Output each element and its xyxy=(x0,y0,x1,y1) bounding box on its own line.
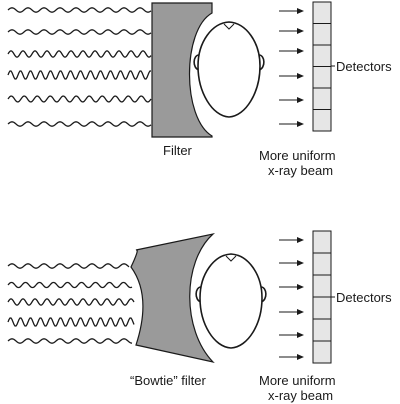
bowtie-filter xyxy=(130,232,216,364)
patient-head-bottom xyxy=(195,253,267,349)
beam-arrow xyxy=(279,28,304,34)
uniform-beam-arrows-bottom xyxy=(279,237,304,360)
detector-cell xyxy=(312,1,332,24)
detector-cell xyxy=(312,23,332,46)
beam-label-line2: x-ray beam xyxy=(268,388,333,403)
xray-wave xyxy=(7,95,152,103)
xray-waves-top xyxy=(7,7,152,127)
beam-arrow xyxy=(279,354,304,360)
detectors-label: Detectors xyxy=(336,290,392,305)
detector-cell xyxy=(312,340,332,364)
beam-label-line2: x-ray beam xyxy=(268,163,333,178)
detector-cell xyxy=(312,44,332,67)
beam-arrow xyxy=(279,332,304,338)
beam-arrow xyxy=(279,260,304,266)
head-outline xyxy=(197,21,261,118)
uniform-beam-arrows-top xyxy=(279,8,304,127)
beam-arrow xyxy=(279,121,304,127)
detector-cell xyxy=(312,109,332,132)
beam-label-line1: More uniform xyxy=(259,148,336,163)
xray-wave xyxy=(7,317,135,327)
beam-arrow xyxy=(279,8,304,14)
beam-arrow xyxy=(279,73,304,79)
xray-wave xyxy=(7,29,152,35)
xray-wave xyxy=(7,121,152,127)
beam-arrow xyxy=(279,48,304,54)
detectors-label: Detectors xyxy=(336,59,392,74)
xray-wave xyxy=(7,263,130,269)
detector-cell xyxy=(312,318,332,342)
panel-bowtie-filter: “Bowtie” filter More uniform x-ray beam … xyxy=(7,230,392,403)
filter-label: “Bowtie” filter xyxy=(130,373,207,388)
detector-cell xyxy=(312,252,332,276)
xray-waves-bottom xyxy=(7,263,135,344)
xray-wave xyxy=(7,281,133,289)
xray-wave xyxy=(7,7,152,13)
filter-label: Filter xyxy=(163,143,193,158)
xray-wave xyxy=(7,70,151,80)
xray-wave xyxy=(7,50,152,58)
detector-cell xyxy=(312,230,332,254)
beam-label-line1: More uniform xyxy=(259,373,336,388)
detector-array-bottom xyxy=(312,230,332,364)
detector-cell xyxy=(312,296,332,320)
beam-arrow xyxy=(279,97,304,103)
xray-wave xyxy=(7,338,133,344)
xray-wave xyxy=(7,298,135,306)
head-outline xyxy=(199,253,263,349)
panel-flat-filter: Filter More uniform x-ray beam Detectors xyxy=(7,1,392,178)
beam-arrow xyxy=(279,284,304,290)
beam-arrow xyxy=(279,237,304,243)
patient-head-top xyxy=(193,21,265,118)
beam-arrow xyxy=(279,309,304,315)
detector-cell xyxy=(312,87,332,110)
detector-cell xyxy=(312,66,332,89)
flat-filter xyxy=(151,2,213,138)
detector-array-top xyxy=(312,1,332,132)
detector-cell xyxy=(312,274,332,298)
